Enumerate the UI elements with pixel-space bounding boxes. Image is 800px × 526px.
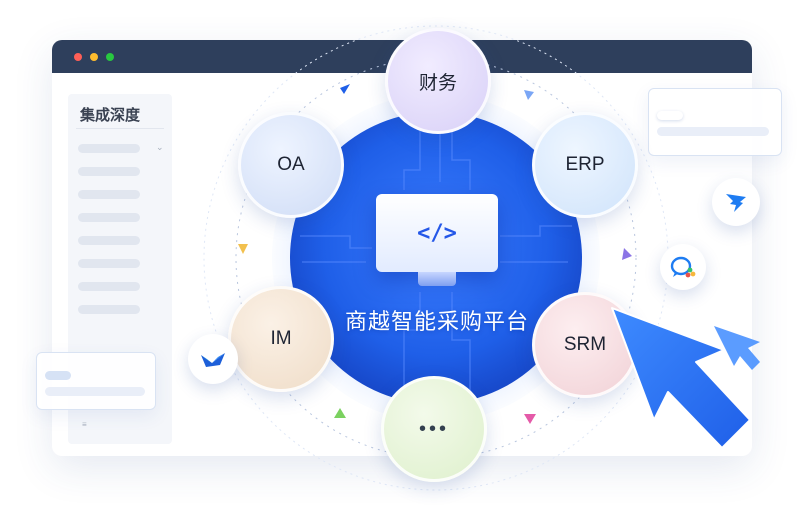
middle-orbit bbox=[235, 57, 637, 459]
code-monitor-icon: </> bbox=[376, 194, 498, 272]
node-erp[interactable]: ERP bbox=[532, 112, 638, 218]
chat-bubble-icon[interactable] bbox=[660, 244, 706, 290]
sidebar-item[interactable] bbox=[78, 213, 140, 222]
orbit-marker bbox=[524, 90, 534, 100]
sidebar-item[interactable] bbox=[78, 259, 140, 268]
orbit-marker bbox=[340, 84, 350, 94]
sidebar-item[interactable] bbox=[78, 167, 140, 176]
close-dot[interactable] bbox=[74, 53, 82, 61]
sidebar-divider bbox=[76, 128, 164, 129]
menu-icon[interactable]: ≡ bbox=[82, 420, 87, 429]
chevron-down-icon[interactable]: ⌄ bbox=[156, 142, 164, 152]
sidebar-item[interactable] bbox=[78, 190, 140, 199]
node-finance[interactable]: 财务 bbox=[385, 28, 491, 134]
dingtalk-glyph bbox=[726, 194, 746, 212]
code-symbol: </> bbox=[417, 220, 457, 246]
card-chip bbox=[45, 371, 71, 380]
node-more[interactable]: ••• bbox=[381, 376, 487, 482]
orbit-marker bbox=[524, 414, 536, 424]
orbit-marker bbox=[238, 244, 248, 254]
orbit-marker bbox=[334, 408, 346, 418]
sidebar-title: 集成深度 bbox=[80, 107, 141, 124]
lark-icon[interactable] bbox=[188, 334, 238, 384]
node-srm[interactable]: SRM bbox=[532, 292, 638, 398]
floating-card-right bbox=[648, 88, 782, 156]
card-line bbox=[657, 127, 769, 136]
dingtalk-icon[interactable] bbox=[712, 178, 760, 226]
card-line bbox=[45, 387, 145, 396]
pointer-arrow-icon bbox=[611, 307, 760, 449]
platform-name: 商越智能采购平台 bbox=[344, 309, 529, 334]
floating-card-left bbox=[36, 352, 156, 410]
chat-glyph bbox=[670, 256, 696, 278]
sidebar-item[interactable] bbox=[78, 282, 140, 291]
sidebar-item[interactable] bbox=[78, 144, 140, 153]
maximize-dot[interactable] bbox=[106, 53, 114, 61]
minimize-dot[interactable] bbox=[90, 53, 98, 61]
orbit-marker bbox=[622, 248, 632, 260]
sidebar-item[interactable] bbox=[78, 305, 140, 314]
card-chip bbox=[657, 111, 683, 120]
node-im[interactable]: IM bbox=[228, 286, 334, 392]
node-oa[interactable]: OA bbox=[238, 112, 344, 218]
monitor-stand bbox=[418, 272, 456, 286]
lark-glyph bbox=[201, 353, 225, 367]
sidebar-item[interactable] bbox=[78, 236, 140, 245]
circuit-lines bbox=[300, 118, 572, 394]
